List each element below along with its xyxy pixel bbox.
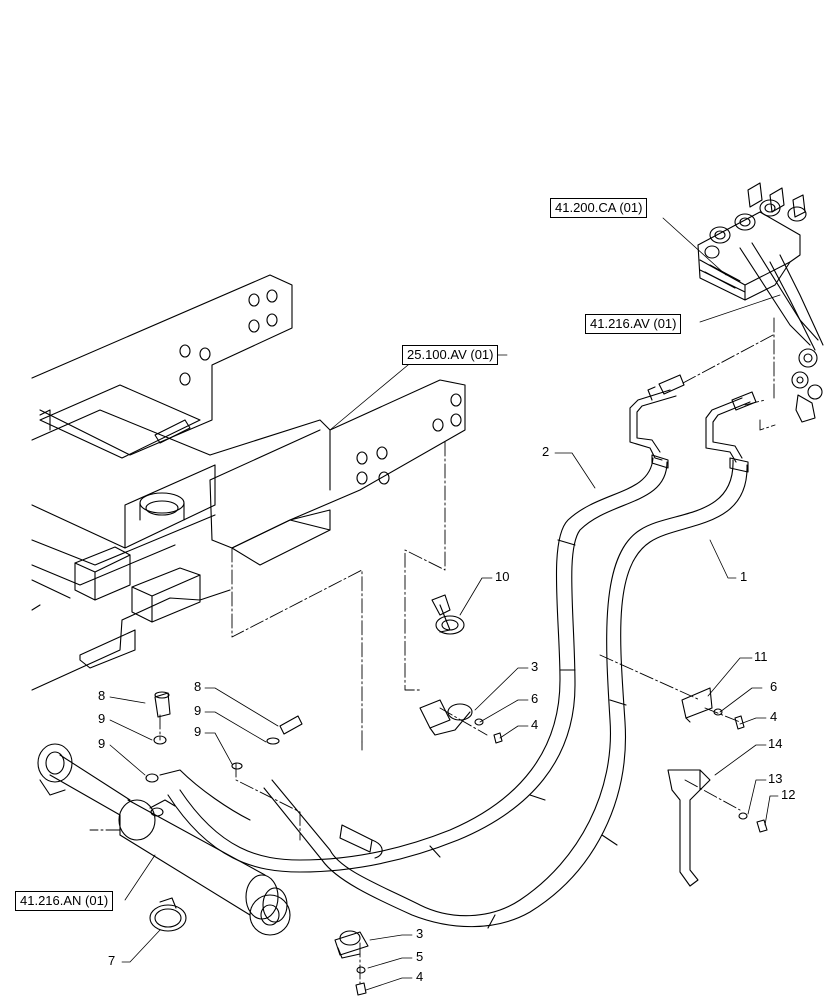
valve-group-drawing: [697, 182, 824, 423]
ref-valve-group[interactable]: 41.200.CA (01): [550, 198, 648, 218]
callout-8-right: 8: [194, 679, 202, 694]
callout-8-left: 8: [98, 688, 106, 703]
callout-9-left-b: 9: [98, 736, 106, 751]
cylinder-drawing: [37, 743, 291, 936]
ref-cylinder[interactable]: 41.216.AN (01): [15, 891, 114, 911]
callout-3-top: 3: [531, 659, 539, 674]
callout-10: 10: [495, 569, 510, 584]
hose-1: [263, 391, 757, 929]
callout-7: 7: [108, 953, 116, 968]
callout-5: 5: [416, 949, 424, 964]
bracket-10: [431, 594, 465, 635]
callout-12: 12: [781, 787, 796, 802]
callout-11: 11: [754, 649, 768, 664]
callout-14: 14: [768, 736, 783, 751]
leader-lines: [109, 217, 781, 991]
ref-lines-top[interactable]: 41.216.AV (01): [585, 314, 682, 334]
callout-9-left-a: 9: [98, 711, 106, 726]
hardware: [145, 691, 768, 996]
callout-9-right-b: 9: [194, 724, 202, 739]
bracket-14: [667, 769, 711, 887]
hose-2: [167, 374, 685, 873]
clamp-3-top: [419, 699, 473, 736]
callout-6-right: 6: [770, 679, 778, 694]
callout-13: 13: [768, 771, 783, 786]
callout-4-top: 4: [531, 717, 539, 732]
clamp-3-bottom: [334, 930, 369, 959]
callout-4-bottom: 4: [416, 969, 424, 984]
callout-2: 2: [542, 444, 550, 459]
callout-9-right-a: 9: [194, 703, 202, 718]
callout-1: 1: [740, 569, 748, 584]
frame-drawing: [31, 274, 466, 691]
ref-frame[interactable]: 25.100.AV (01): [402, 345, 499, 365]
callout-4-right: 4: [770, 709, 778, 724]
bracket-11: [681, 687, 713, 723]
callout-3-bottom: 3: [416, 926, 424, 941]
dashdot-leaders: [89, 317, 776, 986]
clamp-7: [149, 897, 187, 932]
callout-6-top: 6: [531, 691, 539, 706]
